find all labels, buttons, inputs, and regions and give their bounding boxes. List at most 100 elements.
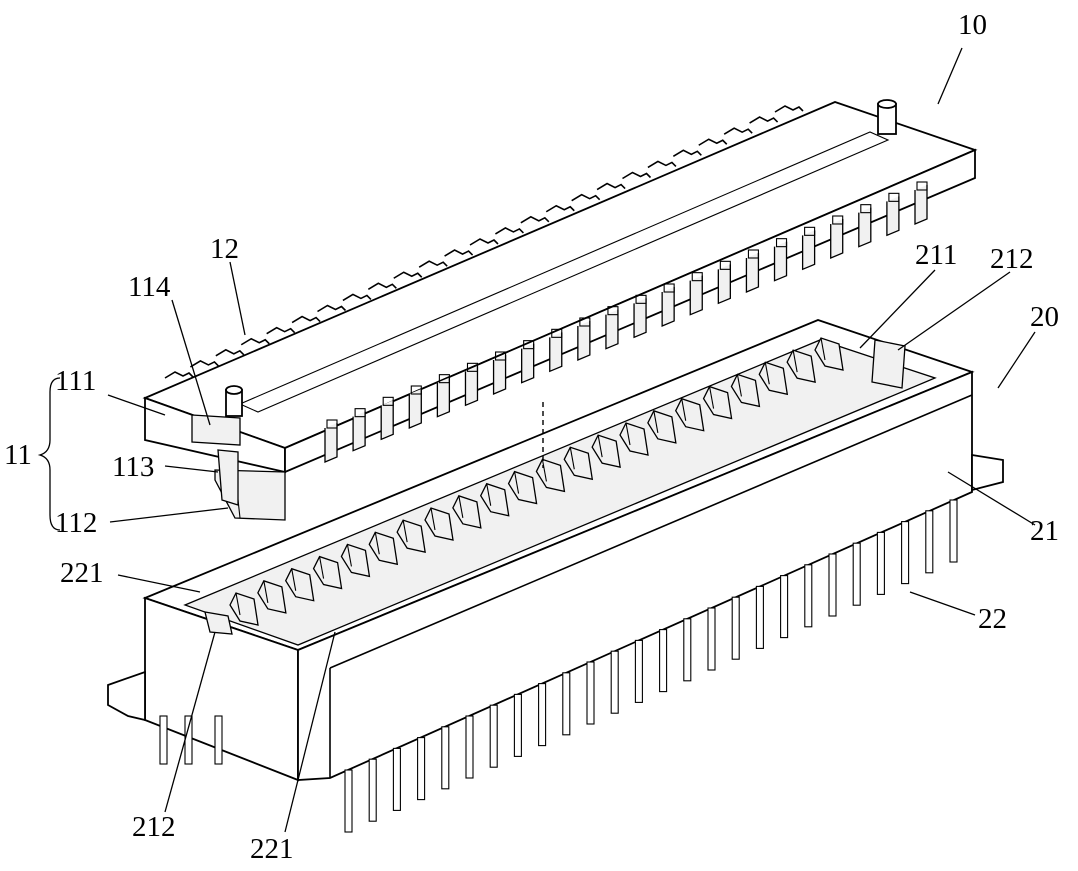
receptacle-end-recess-top [871, 339, 906, 389]
leader-lines [37, 47, 1036, 833]
plug-contact-tail [215, 348, 245, 357]
receptacle-flange-right [971, 453, 1004, 492]
reference-labels: 10 12 114 111 11 113 112 211 212 20 21 2… [4, 9, 1059, 865]
plug-end-tab [191, 414, 241, 446]
receptacle-spring-edge [402, 520, 408, 543]
plug-contact-leg [801, 230, 816, 271]
receptacle-pin [344, 769, 353, 833]
plug-contact-leg [521, 343, 535, 384]
plug-contact-leg [324, 423, 338, 463]
receptacle-spring-edge [736, 374, 742, 397]
plug-contact-head [466, 362, 479, 372]
receptacle-cavity [183, 339, 937, 646]
plug-contact-leg [886, 196, 900, 237]
receptacle-spring-edge [653, 410, 659, 433]
label-11: 11 [4, 439, 32, 471]
plug-contact-tail [749, 116, 779, 124]
label-221-bottom: 221 [250, 833, 294, 865]
plug-contact-head [860, 204, 872, 214]
plug-contact-leg [717, 264, 731, 305]
plug-contact-leg [408, 389, 422, 429]
receptacle-pin-row [159, 499, 958, 833]
receptacle-spring-edge [291, 568, 297, 591]
receptacle-spring-edge [235, 592, 241, 616]
plug-contact-tail [367, 282, 397, 291]
receptacle-spring-edge [625, 422, 631, 446]
plug-contact-leg [773, 241, 788, 282]
plug-contact-tail [164, 371, 194, 379]
receptacle-pin [634, 639, 643, 703]
label-112: 112 [55, 507, 97, 539]
receptacle-spring-edge [569, 447, 575, 470]
receptacle-pin [392, 747, 401, 811]
plug-contact-leg [380, 400, 394, 441]
receptacle-pin [214, 715, 223, 765]
plug-contact-leg [858, 207, 872, 248]
plug-contact-tail [571, 193, 601, 202]
receptacle-spring-edge [514, 471, 520, 494]
receptacle-spring-edge [597, 435, 603, 458]
plug-contact-tail [545, 204, 575, 213]
receptacle-pin [513, 693, 522, 757]
plug-assembly [142, 99, 978, 521]
label-113: 113 [112, 451, 154, 483]
plug-contact-head [410, 385, 422, 395]
receptacle-spring-edge [792, 350, 798, 373]
plug-contact-tail [444, 249, 474, 257]
receptacle-pin [159, 715, 168, 765]
plug-contact-head [691, 272, 703, 282]
receptacle-pin [804, 564, 813, 628]
plug-side-recess [217, 449, 239, 506]
plug-contact-leg [830, 219, 844, 259]
plug-contact-leg [605, 309, 619, 350]
plug-contact-leg [633, 298, 647, 339]
label-10: 10 [958, 9, 987, 41]
receptacle-pin [755, 585, 764, 649]
plug-contact-tail [342, 293, 372, 302]
receptacle-pin [949, 499, 958, 563]
plug-contact-tail [393, 271, 423, 279]
plug-contact-tail [672, 149, 702, 158]
plug-contact-leg [549, 332, 563, 373]
plug-contact-head [888, 192, 900, 202]
plug-contact-leg [436, 377, 451, 418]
receptacle-pin [707, 607, 716, 671]
receptacle-pin [586, 661, 595, 725]
receptacle-spring-edge [709, 386, 715, 409]
plug-contact-tail [266, 326, 296, 335]
receptacle-spring-edge [541, 459, 547, 482]
receptacle-pin [683, 618, 692, 682]
plug-contact-tail [317, 304, 347, 313]
receptacle-pin [925, 510, 934, 574]
plug-contact-tail [723, 127, 753, 135]
receptacle-spring-edge [346, 544, 352, 567]
receptacle-spring-edge [458, 495, 464, 518]
receptacle-pin [489, 704, 498, 768]
receptacle-pin [901, 521, 910, 585]
receptacle-spring-row [229, 337, 844, 626]
plug-contact-head [438, 374, 450, 384]
plug-contact-head [804, 226, 816, 236]
plug-contact-tail [418, 260, 448, 268]
plug-contact-tail [774, 105, 804, 113]
plug-contact-head [326, 419, 338, 429]
receptacle-pin [780, 575, 789, 639]
plug-contact-head [382, 396, 394, 406]
plug-contact-leg [577, 321, 591, 361]
plug-contact-leg [914, 185, 928, 225]
plug-contact-leg [492, 355, 507, 395]
plug-contact-row-bottom [324, 181, 928, 463]
plug-contact-head [747, 249, 759, 259]
plug-contact-head [579, 317, 591, 327]
plug-side-face [284, 148, 976, 474]
plug-contact-leg [464, 366, 479, 407]
plug-contact-leg [689, 275, 703, 316]
receptacle-spring-edge [820, 337, 826, 361]
receptacle-pin [610, 650, 619, 714]
plug-contact-head [495, 351, 507, 361]
receptacle-spring-edge [374, 532, 380, 555]
receptacle-pin [852, 542, 861, 606]
receptacle-spring-edge [319, 556, 325, 579]
plug-contact-tail [596, 182, 626, 191]
